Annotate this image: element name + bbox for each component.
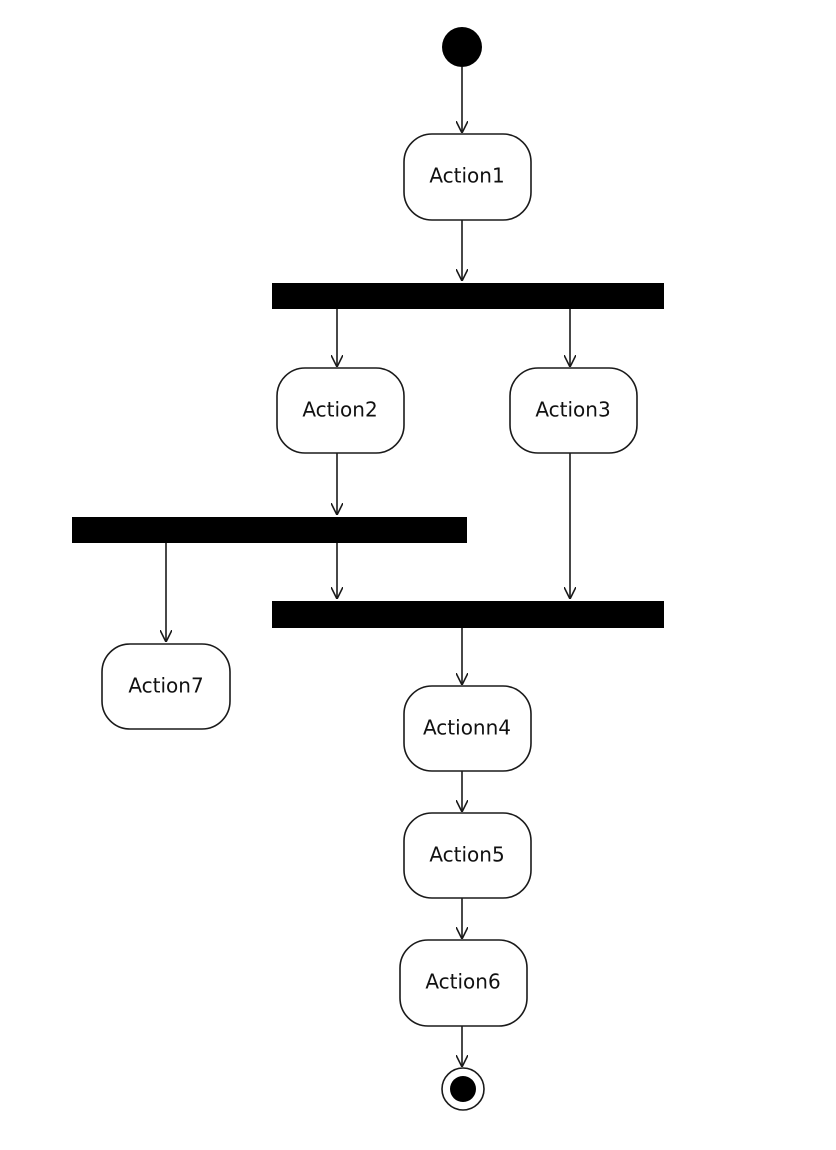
final-node [441,1067,485,1111]
action-label-3: Action3 [535,398,610,422]
action-node-6: Action6 [399,939,528,1027]
action-node-2: Action2 [276,367,405,454]
action-label-7: Action7 [128,674,203,698]
initial-node [442,27,482,67]
action-node-3: Action3 [509,367,638,454]
action-label-5: Action5 [429,843,504,867]
fork-bar-2 [72,517,467,543]
action-label-2: Action2 [302,398,377,422]
action-node-7: Action7 [101,643,231,730]
fork-bar-1 [272,283,664,309]
action-label-4: Actionn4 [423,716,511,740]
action-label-6: Action6 [425,970,500,994]
action-node-5: Action5 [403,812,532,899]
action-node-4: Actionn4 [403,685,532,772]
join-bar [272,601,664,628]
action-label-1: Action1 [429,164,504,188]
action-node-1: Action1 [403,133,532,221]
